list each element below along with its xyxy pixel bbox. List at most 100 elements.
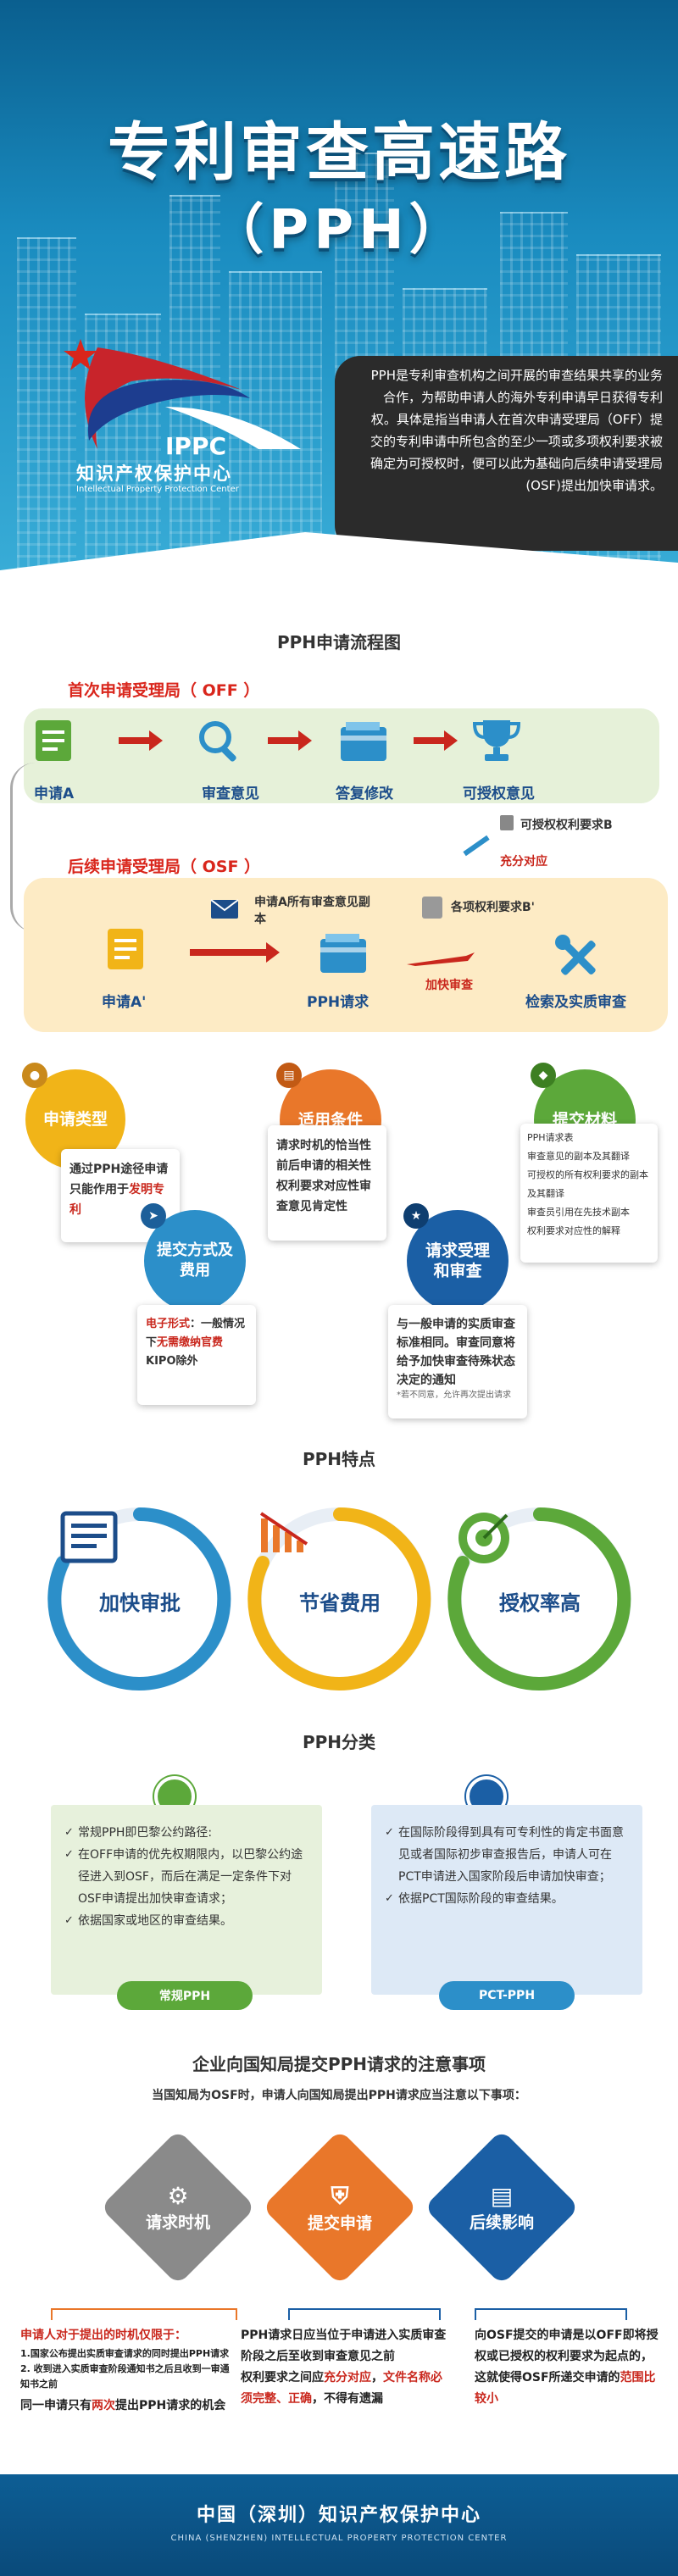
off-label: 首次申请受理局（ OFF ） — [68, 681, 260, 700]
claims-b-prime: 各项权利要求B' — [451, 901, 535, 914]
priority-curve — [10, 763, 44, 932]
document-icon — [106, 927, 145, 974]
gear-icon: ⚙ — [167, 2182, 189, 2210]
folder-icon — [319, 932, 368, 978]
pct-pph-pill: PCT-PPH — [439, 1981, 575, 2010]
flow-arrow — [268, 730, 312, 751]
speedup-label: 加快审查 — [425, 979, 473, 992]
docs-note: 申请A所有审查意见副本 — [254, 896, 370, 926]
feature-label: 加快审批 — [99, 1591, 181, 1615]
page-title: 专利审查高速路 — [108, 116, 570, 189]
materials-item: 审查意见的副本及其翻译 — [527, 1151, 630, 1162]
user-icon: ● — [22, 1063, 47, 1088]
regular-pph-box: 常规PPH即巴黎公约路径: 在OFF申请的优先权期限内，以巴黎公约途径进入到OS… — [51, 1805, 322, 1995]
target-icon — [454, 1508, 514, 1571]
flow-arrow — [119, 730, 163, 751]
flow-arrow — [414, 730, 458, 751]
logo-en: Intellectual Property Protection Center — [76, 485, 239, 494]
document-icon: ▤ — [490, 2182, 514, 2210]
folder-icon — [339, 720, 388, 766]
footer-cn: 中国（深圳）知识产权保护中心 — [196, 2505, 481, 2526]
chart-down-icon — [256, 1510, 315, 1573]
off-step-label: 申请A — [34, 786, 75, 802]
regular-item: 常规PPH即巴黎公约路径: — [64, 1822, 307, 1844]
flow-title: PPH申请流程图 — [276, 632, 402, 652]
regular-pph-pill: 常规PPH — [117, 1981, 253, 2010]
submit-title: 提交方式及费用 — [157, 1241, 233, 1280]
correspond-arrow — [463, 835, 490, 857]
submit-bubble: 提交方式及费用 — [144, 1210, 246, 1312]
notes-title: 企业向国知局提交PPH请求的注意事项 — [192, 2054, 486, 2074]
send-icon: ➤ — [141, 1203, 166, 1229]
off-step-label: 答复修改 — [336, 786, 393, 802]
osf-label: 后续申请受理局（ OSF ） — [68, 858, 261, 876]
shield-icon: ⛨ — [331, 2181, 349, 2210]
timing-label: 请求时机 — [145, 2213, 210, 2232]
feature-label: 节省费用 — [299, 1591, 381, 1615]
logo-cn: 知识产权保护中心 — [76, 464, 232, 484]
magnifier-icon — [197, 719, 242, 768]
claims-b-label: 可授权权利要求B — [520, 819, 613, 832]
claims-doc-icon — [500, 815, 514, 830]
features-title: PPH特点 — [302, 1449, 376, 1469]
regular-item: 在OFF申请的优先权期限内，以巴黎公约途径进入到OSF，而后在满足一定条件下对O… — [64, 1844, 307, 1910]
plane-icon — [407, 949, 475, 973]
off-step-label: 审查意见 — [202, 786, 259, 802]
bracket-line — [475, 2308, 627, 2320]
osf-step-label: 申请A' — [102, 994, 147, 1011]
conditions-title: 适用条件 — [297, 1111, 363, 1130]
correspond-label: 充分对应 — [500, 855, 547, 869]
bracket-line — [288, 2308, 441, 2320]
osf-step-label: PPH请求 — [307, 994, 370, 1011]
intro-description: PPH是专利审查机构之间开展的审查结果共享的业务合作，为帮助申请人的海外专利申请… — [335, 356, 678, 551]
feature-label: 授权率高 — [499, 1591, 581, 1615]
badge-icon: ★ — [403, 1203, 429, 1229]
submit-diamond: ⛨ 提交申请 — [262, 2129, 418, 2285]
review-card: 与一般申请的实质审查标准相同。审查同意将给予加快审查待殊状态决定的通知 *若不同… — [388, 1305, 527, 1418]
impact-notes: 向OSF提交的申请是以OFF即将授权或已授权的权利要求为起点的，这就使得OSF所… — [475, 2329, 659, 2406]
impact-diamond: ▤ 后续影响 — [424, 2129, 580, 2285]
conditions-card: 请求时机的恰当性前后申请的相关性权利要求对应性审查意见肯定性 — [268, 1125, 386, 1241]
materials-item: 可授权的所有权利要求的副本及其翻译 — [527, 1169, 648, 1199]
timing-item: 2. 收到进入实质审查阶段通知书之后且收到一审通知书之前 — [20, 2363, 230, 2390]
footer — [0, 2474, 678, 2576]
tools-icon — [553, 932, 603, 986]
materials-card: PPH请求表 审查意见的副本及其翻译 可授权的所有权利要求的副本及其翻译 审查员… — [520, 1124, 658, 1263]
timing-diamond: ⚙ 请求时机 — [100, 2129, 256, 2285]
type-title: 申请类型 — [42, 1110, 108, 1129]
materials-item: PPH请求表 — [527, 1132, 574, 1143]
flow-arrow — [190, 942, 280, 963]
pct-item: 依据PCT国际阶段的审查结果。 — [385, 1888, 627, 1910]
review-bubble: 请求受理和审查 — [407, 1210, 508, 1312]
notes-subtitle: 当国知局为OSF时，申请人向国知局提出PPH请求应当注意以下事项： — [152, 2089, 526, 2102]
newspaper-icon — [59, 1508, 119, 1571]
claims-doc-icon — [422, 897, 442, 919]
trophy-icon — [471, 717, 522, 768]
materials-item: 审查员引用在先技术副本 — [527, 1207, 630, 1218]
impact-label: 后续影响 — [469, 2213, 534, 2232]
bag-icon: ◆ — [531, 1063, 556, 1088]
osf-step-label: 检索及实质审查 — [525, 994, 626, 1011]
submit-notes: PPH请求日应当位于申请进入实质审查阶段之后至收到审查意见之前 权利要求之间应充… — [241, 2329, 447, 2406]
pct-item: 在国际阶段得到具有可专利性的肯定书面意见或者国际初步审查报告后，申请人可在PCT… — [385, 1822, 627, 1888]
page-subtitle: （PPH） — [209, 199, 469, 262]
regular-item: 依据国家或地区的审查结果。 — [64, 1910, 307, 1932]
ippc-logo — [38, 322, 318, 483]
review-title: 请求受理和审查 — [425, 1241, 490, 1280]
off-step-label: 可授权意见 — [463, 786, 535, 802]
footer-en: CHINA (SHENZHEN) INTELLECTUAL PROPERTY P… — [170, 2534, 508, 2543]
envelope-icon — [210, 897, 239, 924]
submit-card: 电子形式：一般情况下无需缴纳官费 KIPO除外 — [137, 1305, 256, 1405]
feature-ring — [242, 1502, 437, 1700]
logo-abbr: IPPC — [165, 432, 227, 460]
timing-notes: 申请人对于提出的时机仅限于： 1.国家公布提出实质审查请求的同时提出PPH请求 … — [20, 2325, 234, 2417]
clipboard-icon: ▤ — [276, 1063, 302, 1088]
timing-item: 1.国家公布提出实质审查请求的同时提出PPH请求 — [20, 2348, 230, 2359]
bracket-line — [51, 2308, 237, 2320]
timing-notes-title: 申请人对于提出的时机仅限于： — [20, 2329, 186, 2342]
document-icon — [34, 719, 73, 766]
submit-label: 提交申请 — [307, 2213, 372, 2233]
materials-item: 权利要求对应性的解释 — [527, 1225, 620, 1236]
classification-title: PPH分类 — [302, 1732, 376, 1752]
pct-pph-box: 在国际阶段得到具有可专利性的肯定书面意见或者国际初步审查报告后，申请人可在PCT… — [371, 1805, 642, 1995]
